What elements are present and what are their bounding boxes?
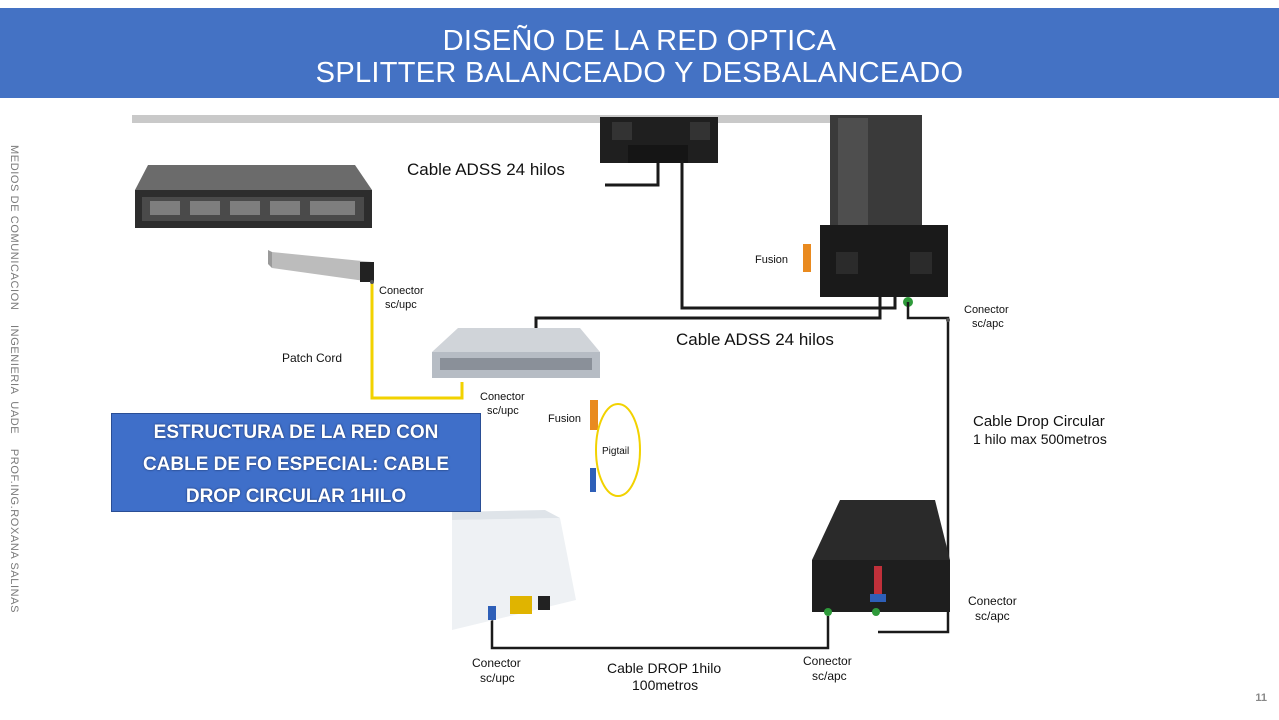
label-conector-closure-1: Conector (964, 304, 1009, 316)
label-drop-circular-2: 1 hilo max 500metros (973, 431, 1107, 447)
drop-cable-onu (490, 612, 830, 650)
nap-box (812, 500, 950, 616)
fusion-marker-top (803, 244, 811, 272)
slide-title-line2: SPLITTER BALANCEADO Y DESBALANCEADO (315, 57, 964, 89)
label-conector-onu-1: Conector (472, 656, 521, 670)
splice-closure (820, 115, 948, 307)
label-cable-adss-top: Cable ADSS 24 hilos (407, 160, 565, 179)
adss-cable-to-odf (534, 296, 882, 328)
pigtail-loop (590, 403, 641, 497)
label-conector-olt-2: sc/upc (385, 299, 417, 311)
odf-splitter-box (432, 328, 600, 378)
connector-dot-closure (946, 318, 950, 322)
label-conector-odf-2: sc/upc (487, 405, 519, 417)
label-conector-olt-1: Conector (379, 285, 424, 297)
background-band (132, 115, 922, 123)
callout-line3: DROP CIRCULAR 1HILO (185, 486, 407, 507)
adss-cable-vertical (680, 160, 897, 310)
fusion-marker-mid (590, 400, 598, 430)
label-conector-nap-bottom-1: Conector (803, 654, 852, 668)
label-cable-adss-mid: Cable ADSS 24 hilos (676, 330, 834, 349)
adss-cable-short (605, 163, 660, 187)
label-conector-odf-1: Conector (480, 391, 525, 403)
callout-line2: CABLE DE FO ESPECIAL: CABLE (142, 454, 450, 475)
label-conector-closure-2: sc/apc (972, 318, 1004, 330)
connector-dot-olt (370, 280, 374, 284)
slide-title-line1: DISEÑO DE LA RED OPTICA (442, 25, 837, 57)
label-conector-nap-right-2: sc/apc (975, 609, 1010, 623)
sfp-module (268, 250, 374, 282)
label-fusion-top: Fusion (755, 254, 788, 266)
label-cable-drop-1: Cable DROP 1hilo (607, 660, 721, 676)
label-conector-onu-2: sc/upc (480, 671, 515, 685)
label-patch-cord: Patch Cord (282, 351, 342, 365)
callout-line1: ESTRUCTURA DE LA RED CON (153, 422, 439, 443)
top-splice-box (600, 117, 718, 163)
label-fusion-mid: Fusion (548, 413, 581, 425)
side-footer-text: MEDIOS DE COMUNICACION INGENIERIA UADE P… (8, 145, 20, 614)
label-drop-circular-1: Cable Drop Circular (973, 413, 1105, 430)
olt-chassis (135, 165, 372, 228)
structure-callout-box: ESTRUCTURA DE LA RED CON CABLE DE FO ESP… (111, 413, 481, 512)
label-cable-drop-2: 100metros (632, 677, 698, 693)
patch-cord-cable (370, 282, 464, 400)
onu-device (452, 510, 576, 630)
label-conector-nap-right-1: Conector (968, 594, 1017, 608)
label-pigtail: Pigtail (602, 446, 629, 457)
slide-header: DISEÑO DE LA RED OPTICA SPLITTER BALANCE… (0, 8, 1279, 98)
label-conector-nap-bottom-2: sc/apc (812, 669, 847, 683)
page-number: 11 (1255, 692, 1267, 704)
